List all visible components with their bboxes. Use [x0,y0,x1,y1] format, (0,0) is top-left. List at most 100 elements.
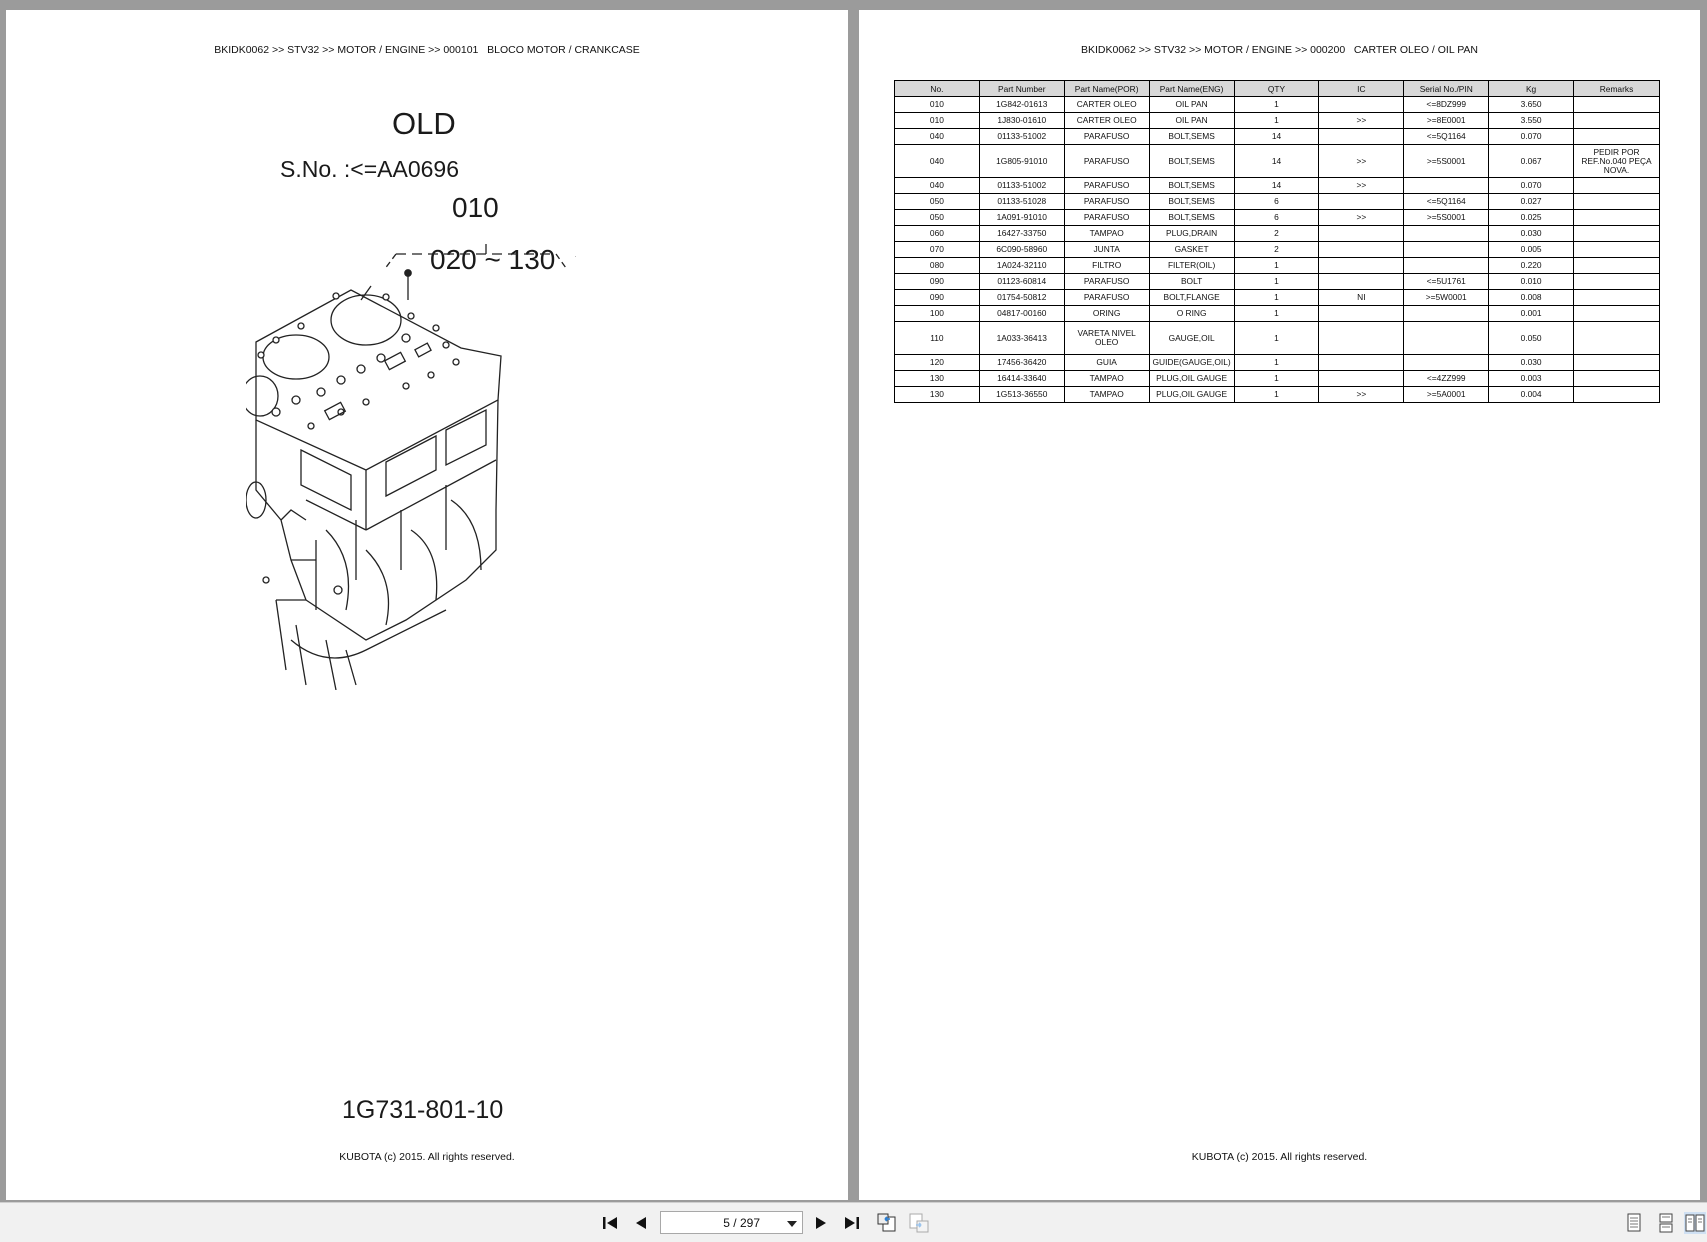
table-cell: <=5Q1164 [1403,193,1490,210]
table-cell [1573,354,1660,371]
table-cell: >=5W0001 [1403,289,1490,306]
table-cell: 01133-51028 [978,193,1065,210]
table-cell: <=5Q1164 [1403,128,1490,145]
table-cell [1318,273,1405,290]
right-page-copyright: KUBOTA (c) 2015. All rights reserved. [1191,1151,1368,1163]
table-cell [1403,241,1490,258]
table-cell: NI [1318,289,1405,306]
table-cell: PEDIR POR REF.No.040 PEÇA NOVA. [1573,144,1660,178]
table-cell [1573,112,1660,129]
table-cell: GAUGE,OIL [1148,321,1235,355]
table-cell: 0.050 [1488,321,1575,355]
table-cell [1318,354,1405,371]
table-cell: 0.070 [1488,177,1575,194]
table-cell: 6 [1233,193,1320,210]
table-cell [1573,96,1660,113]
table-cell [1318,225,1405,242]
table-cell: 14 [1233,177,1320,194]
table-cell: 0.220 [1488,257,1575,274]
table-cell: 14 [1233,144,1320,178]
next-page-icon [816,1217,826,1229]
table-cell: >> [1318,144,1405,178]
table-cell [1318,321,1405,355]
table-cell [1318,257,1405,274]
table-cell: PARAFUSO [1063,177,1150,194]
column-header: Part Name(POR) [1063,80,1150,97]
table-cell: 130 [894,370,980,387]
table-cell: 090 [894,273,980,290]
previous-view-button[interactable] [874,1212,900,1234]
table-cell: PARAFUSO [1063,193,1150,210]
table-cell: TAMPAO [1063,386,1150,403]
table-cell: 1A033-36413 [978,321,1065,355]
table-cell: FILTRO [1063,257,1150,274]
table-cell: 16414-33640 [978,370,1065,387]
table-cell: OIL PAN [1148,112,1235,129]
last-page-icon [845,1217,859,1229]
table-cell: 070 [894,241,980,258]
table-cell: BOLT,SEMS [1148,177,1235,194]
table-cell: 1 [1233,354,1320,371]
previous-page-button[interactable] [630,1212,652,1234]
table-cell: 1G513-36550 [978,386,1065,403]
table-cell: 1A091-91010 [978,209,1065,226]
right-page: BKIDK0062 >> STV32 >> MOTOR / ENGINE >> … [859,10,1700,1200]
table-cell [1403,305,1490,322]
table-cell [1573,177,1660,194]
page-number-field[interactable]: 5 / 297 [660,1211,803,1234]
table-cell: >> [1318,112,1405,129]
table-cell: 14 [1233,128,1320,145]
column-header: QTY [1233,80,1320,97]
table-cell [1403,257,1490,274]
first-page-button[interactable] [598,1212,622,1234]
table-cell: 0.003 [1488,370,1575,387]
column-header: Kg [1488,80,1575,97]
table-cell: BOLT,SEMS [1148,128,1235,145]
reference-number-main: 010 [452,192,499,223]
table-cell: OIL PAN [1148,96,1235,113]
table-cell: GUIA [1063,354,1150,371]
table-cell: 1 [1233,96,1320,113]
table-cell: PLUG,DRAIN [1148,225,1235,242]
table-cell: 130 [894,386,980,403]
single-page-view-button[interactable] [1622,1212,1646,1234]
continuous-view-button[interactable] [1654,1212,1678,1234]
table-cell: CARTER OLEO [1063,96,1150,113]
next-page-button[interactable] [810,1212,832,1234]
single-page-view-icon [1627,1213,1641,1232]
left-page: BKIDK0062 >> STV32 >> MOTOR / ENGINE >> … [6,10,848,1200]
table-cell: 0.067 [1488,144,1575,178]
table-cell [1318,96,1405,113]
column-header: IC [1318,80,1405,97]
page-indicator: 5 / 297 [723,1216,760,1230]
table-cell: VARETA NIVEL OLEO [1063,321,1150,355]
facing-pages-view-button[interactable] [1684,1212,1706,1234]
chevron-down-icon[interactable] [787,1221,797,1227]
table-cell [1573,321,1660,355]
table-cell: ORING [1063,305,1150,322]
last-page-button[interactable] [840,1212,864,1234]
table-cell [1573,289,1660,306]
table-cell: 16427-33750 [978,225,1065,242]
next-view-button[interactable] [906,1212,932,1234]
table-cell: 1A024-32110 [978,257,1065,274]
table-cell: 3.650 [1488,96,1575,113]
viewer-toolbar: 5 / 297 [0,1202,1707,1242]
table-cell: 1 [1233,289,1320,306]
table-cell: PARAFUSO [1063,289,1150,306]
table-cell: 1 [1233,370,1320,387]
table-cell: 1G842-01613 [978,96,1065,113]
table-cell: BOLT,SEMS [1148,144,1235,178]
table-cell: 0.030 [1488,354,1575,371]
table-cell: PARAFUSO [1063,273,1150,290]
table-cell [1318,193,1405,210]
column-header: No. [894,80,980,97]
